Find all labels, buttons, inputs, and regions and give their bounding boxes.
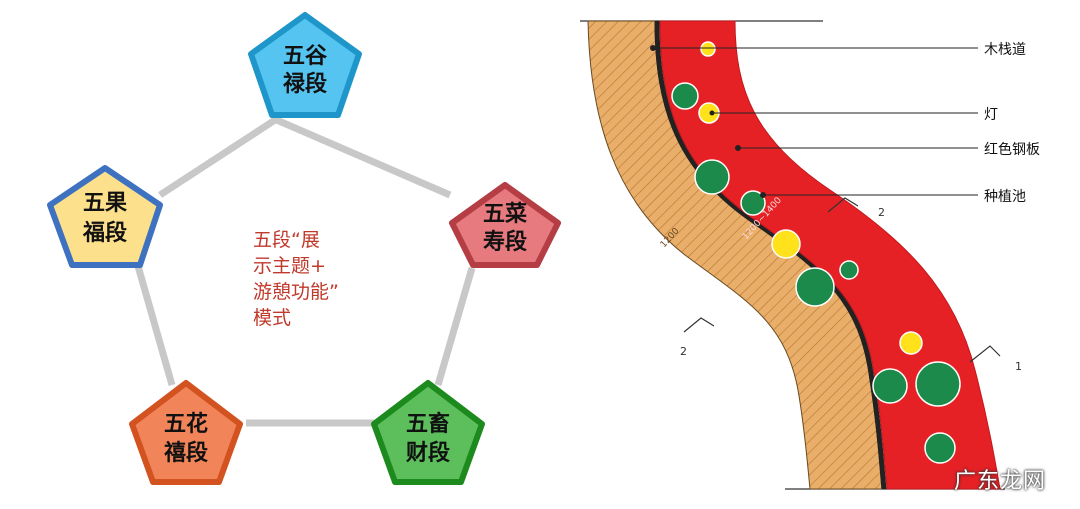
- pentagon-wucai-line1: 五菜: [483, 202, 527, 227]
- pentagon-wucai-line2: 寿段: [483, 229, 527, 255]
- pentagon-wucai-shape: [449, 182, 561, 268]
- legend-planter: 种植池: [984, 189, 1026, 205]
- boardwalk-plan-diagram: 1200 1200~1400 木栈道 灯 红色钢板 种植池: [580, 20, 1040, 490]
- pentagon-wuguo: 五果 福段: [47, 165, 163, 268]
- center-caption-line3: 游憩功能”: [253, 281, 339, 303]
- leader-lines: [650, 45, 978, 198]
- planter-5: [839, 260, 859, 280]
- pentagon-wuchu-shape: [371, 380, 485, 485]
- section-mark-1-label: 1: [1015, 360, 1022, 373]
- legend-lamp: 灯: [984, 107, 998, 123]
- leader-planter-dot: [760, 192, 766, 198]
- connector-bottomleft-left: [134, 265, 176, 386]
- connector-top-right: [270, 114, 452, 199]
- section-mark-2a: [827, 197, 859, 213]
- section-marks: [683, 197, 1001, 363]
- pentagon-wuhua-line1: 五花: [164, 411, 208, 437]
- section-mark-1: [969, 345, 1001, 363]
- pentagon-wuguo-shape: [47, 165, 163, 268]
- pentagon-wuguo-line1: 五果: [83, 191, 127, 216]
- red-steel-band: [659, 20, 1001, 490]
- connector-right-bottomright: [434, 267, 476, 386]
- boardwalk-edge-line: [654, 20, 887, 490]
- section-mark-2b-label: 2: [680, 345, 687, 358]
- pentagon-wugu: 五谷 禄段: [248, 12, 362, 118]
- center-caption-line4: 模式: [253, 307, 291, 329]
- watermark-logo: 广东龙网: [953, 469, 1046, 494]
- lamp-3: [771, 229, 801, 259]
- planter-2: [694, 159, 730, 195]
- lamps: [698, 41, 923, 355]
- lamp-4: [899, 331, 923, 355]
- planters: [671, 82, 961, 464]
- center-caption-line2: 示主题+: [253, 255, 326, 277]
- pentagon-wugu-shape: [248, 12, 362, 118]
- legend-red-steel: 红色钢板: [984, 141, 1040, 158]
- legend-boardwalk: 木栈道: [984, 42, 1026, 58]
- planter-7: [915, 361, 961, 407]
- planter-8: [924, 432, 956, 464]
- pentagon-wuhua-line2: 禧段: [164, 440, 208, 466]
- section-mark-2a-label: 2: [878, 206, 885, 219]
- pentagon-wuguo-line2: 福段: [82, 220, 127, 246]
- pentagon-wuhua: 五花 禧段: [129, 380, 243, 485]
- section-mark-2b: [683, 317, 715, 333]
- center-caption-line1: 五段“展: [253, 229, 320, 251]
- planter-6: [872, 368, 908, 404]
- leader-lamp-dot: [709, 110, 715, 116]
- pentagon-wuchu-line2: 财段: [406, 440, 450, 466]
- pentagon-wucai: 五菜 寿段: [449, 182, 561, 268]
- connector-lines: [134, 114, 476, 427]
- planter-3: [740, 190, 766, 216]
- pentagon-wugu-line2: 禄段: [283, 71, 327, 97]
- connector-left-top: [158, 117, 277, 198]
- planter-1: [671, 82, 699, 110]
- leader-boardwalk-dot: [650, 45, 656, 51]
- planter-4: [795, 267, 835, 307]
- center-caption: 五段“展 示主题+ 游憩功能” 模式: [253, 229, 339, 329]
- pentagon-wuhua-shape: [129, 380, 243, 485]
- lamp-1: [700, 41, 716, 57]
- pentagon-wugu-line1: 五谷: [283, 44, 328, 69]
- pentagon-wuchu-line1: 五畜: [406, 411, 450, 437]
- leader-red-steel-dot: [735, 145, 741, 151]
- five-section-diagram: 五谷 禄段 五菜 寿段 五畜 财段 五花 禧段 五果 福段 五段“展 示主题+ …: [47, 12, 561, 485]
- pentagon-wuchu: 五畜 财段: [371, 380, 485, 485]
